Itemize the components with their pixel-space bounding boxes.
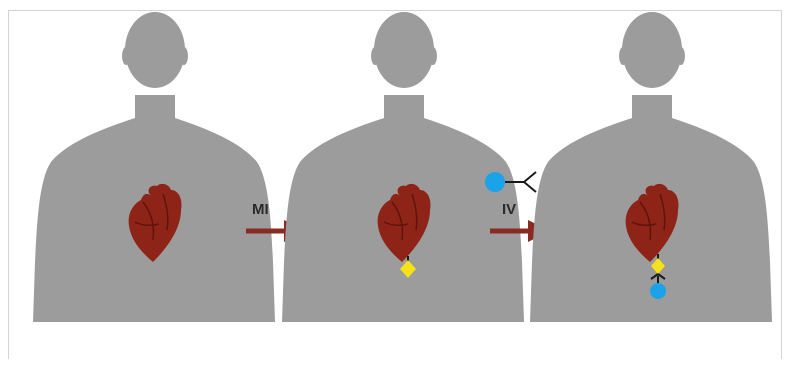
bound-antibody-icon — [650, 274, 666, 299]
silhouette-panel-1 — [33, 12, 275, 322]
step-label-iv: IV — [502, 201, 516, 218]
silhouette-panel-3 — [530, 12, 772, 322]
step-label-mi: MI — [252, 201, 269, 218]
body-silhouette — [33, 12, 275, 322]
body-silhouette — [282, 12, 524, 322]
body-silhouette — [530, 12, 772, 322]
silhouette-panel-2 — [282, 12, 524, 322]
